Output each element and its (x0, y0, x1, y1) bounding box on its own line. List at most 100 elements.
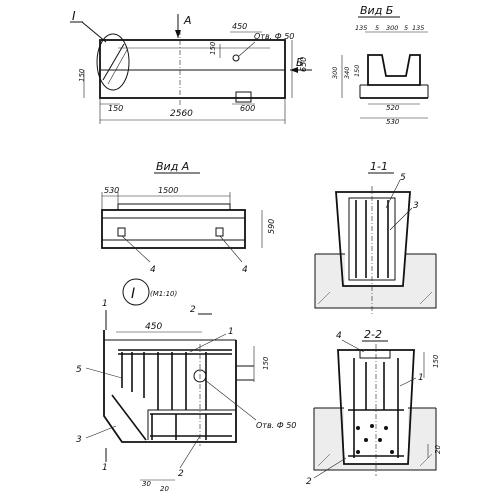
detail-d30: 30 (142, 480, 151, 488)
s11-leader-5 (385, 179, 401, 209)
s11-title: 1-1 (370, 160, 388, 173)
s11-ground (315, 254, 436, 308)
view-b-d150: 150 (353, 65, 361, 77)
detail-d150: 150 (262, 356, 270, 370)
detail-pos2-leader (179, 435, 201, 469)
s11-pos3: 3 (413, 201, 419, 211)
dim-450-text: 450 (232, 22, 247, 31)
detail-scale: (М1:10) (150, 290, 177, 298)
detail-d450: 450 (145, 322, 162, 332)
dim-600-text: 600 (240, 104, 255, 113)
section-2-2: 2-2 4 150 20 1 2 (306, 328, 442, 487)
detail-diagonal (102, 43, 125, 81)
detail-bar-a (107, 49, 128, 85)
main-bottom-ledge (235, 91, 252, 103)
detail-marker-circle (122, 278, 150, 306)
arrow-a-head (175, 30, 181, 38)
view-b-d135a: 135 (355, 24, 367, 32)
arrow-b-label: Б (296, 56, 304, 69)
s22-d150: 150 (432, 354, 440, 368)
view-b-d520: 520 (386, 104, 400, 112)
view-a-d590: 590 (267, 219, 276, 234)
s22-d20: 20 (434, 445, 442, 454)
section-1-1: 1-1 5 3 (314, 160, 437, 314)
view-a-top-strip (117, 203, 231, 211)
dim-650-text: 650 (299, 57, 308, 72)
detail-hole-text: Отв. Ф 50 (256, 421, 296, 430)
detail-pos3-leader (85, 425, 117, 439)
detail-pos2: 2 (178, 469, 184, 479)
s22-pos1-leader (399, 377, 417, 387)
s22-title: 2-2 (364, 328, 382, 341)
detail-cut2-top: 2 (190, 305, 196, 315)
main-mark-label: I (72, 9, 76, 23)
s22-ground-outline (313, 407, 437, 471)
s22-bar-dot-1 (356, 426, 360, 430)
view-b-title: Вид Б (360, 4, 393, 17)
arrow-a-label: А (183, 14, 192, 27)
s22-bar-dot-6 (356, 450, 360, 454)
view-b-d300: 300 (386, 24, 398, 32)
detail-pos1-leader (189, 333, 227, 353)
detail-outline (103, 330, 237, 443)
dim-150b-text: 150 (78, 68, 86, 82)
s22-ground (314, 408, 436, 470)
view-a-d1500: 1500 (158, 186, 178, 195)
hole-marker (232, 54, 240, 62)
view-b-profile (367, 54, 421, 86)
detail-hole-leader (204, 379, 257, 421)
arrow-b-head (290, 67, 298, 73)
s11-pos5: 5 (400, 173, 406, 183)
s22-pos4: 4 (336, 331, 342, 341)
view-a-pos-right: 4 (242, 265, 248, 275)
detail-pos3: 3 (76, 435, 82, 445)
detail-pos5-leader (85, 367, 123, 379)
view-b: Вид Б 135 5 300 5 135 300 340 150 520 53… (331, 4, 429, 126)
view-b-d5b: 5 (404, 24, 408, 32)
s22-bar-dot-3 (384, 426, 388, 430)
view-a-title: Вид А (156, 160, 189, 173)
view-a-slot-left (117, 227, 126, 237)
view-a-outline (101, 209, 246, 249)
dim-2560-text: 2560 (170, 109, 193, 119)
detail-marker-label: I (131, 286, 135, 302)
view-a-slot-right (215, 227, 224, 237)
detail-cut1-top: 1 (102, 299, 108, 309)
view-b-d5a: 5 (375, 24, 379, 32)
detail-i: 450 150 Отв. Ф 50 30 20 1 1 2 1 5 3 2 (76, 299, 296, 493)
detail-cut1-bottom: 1 (102, 463, 108, 473)
detail-d20: 20 (160, 485, 169, 493)
s22-pos2-leader (313, 457, 347, 479)
view-b-d530: 530 (386, 118, 400, 126)
view-b-d300v: 300 (331, 67, 339, 79)
view-a-leader-left (121, 235, 151, 263)
view-a-leader-right (219, 235, 243, 263)
s11-leader-3 (389, 207, 413, 231)
s22-top-plate (359, 349, 391, 359)
dim-150a-text: 150 (209, 41, 217, 55)
view-b-d340: 340 (343, 67, 351, 79)
s22-pos2: 2 (306, 477, 312, 487)
hole-leader (238, 41, 256, 57)
s11-beam (335, 191, 411, 287)
s22-bar-dot-7 (390, 450, 394, 454)
s22-pos1: 1 (418, 373, 424, 383)
s22-bar-dot-4 (364, 438, 368, 442)
main-elevation: I А Б 450 Отв. Ф 50 150 650 150 150 600 … (70, 9, 312, 124)
s22-bar-dot-2 (370, 424, 374, 428)
main-beam-outline (99, 39, 286, 99)
view-a-d530: 530 (104, 186, 119, 195)
hole-callout-text: Отв. Ф 50 (254, 32, 294, 41)
s22-bar-dot-5 (378, 438, 382, 442)
detail-callout-ellipse (96, 33, 130, 91)
detail-marker: I (М1:10) (122, 278, 177, 306)
ground-hatching (317, 291, 433, 467)
view-a: Вид А 530 1500 590 4 4 (101, 160, 276, 275)
view-b-d135b: 135 (412, 24, 424, 32)
main-mark-leader (81, 21, 107, 43)
detail-pos1: 1 (228, 327, 234, 337)
detail-pos5: 5 (76, 365, 82, 375)
detail-diagonal-bar (111, 394, 147, 441)
view-a-pos-left: 4 (150, 265, 156, 275)
